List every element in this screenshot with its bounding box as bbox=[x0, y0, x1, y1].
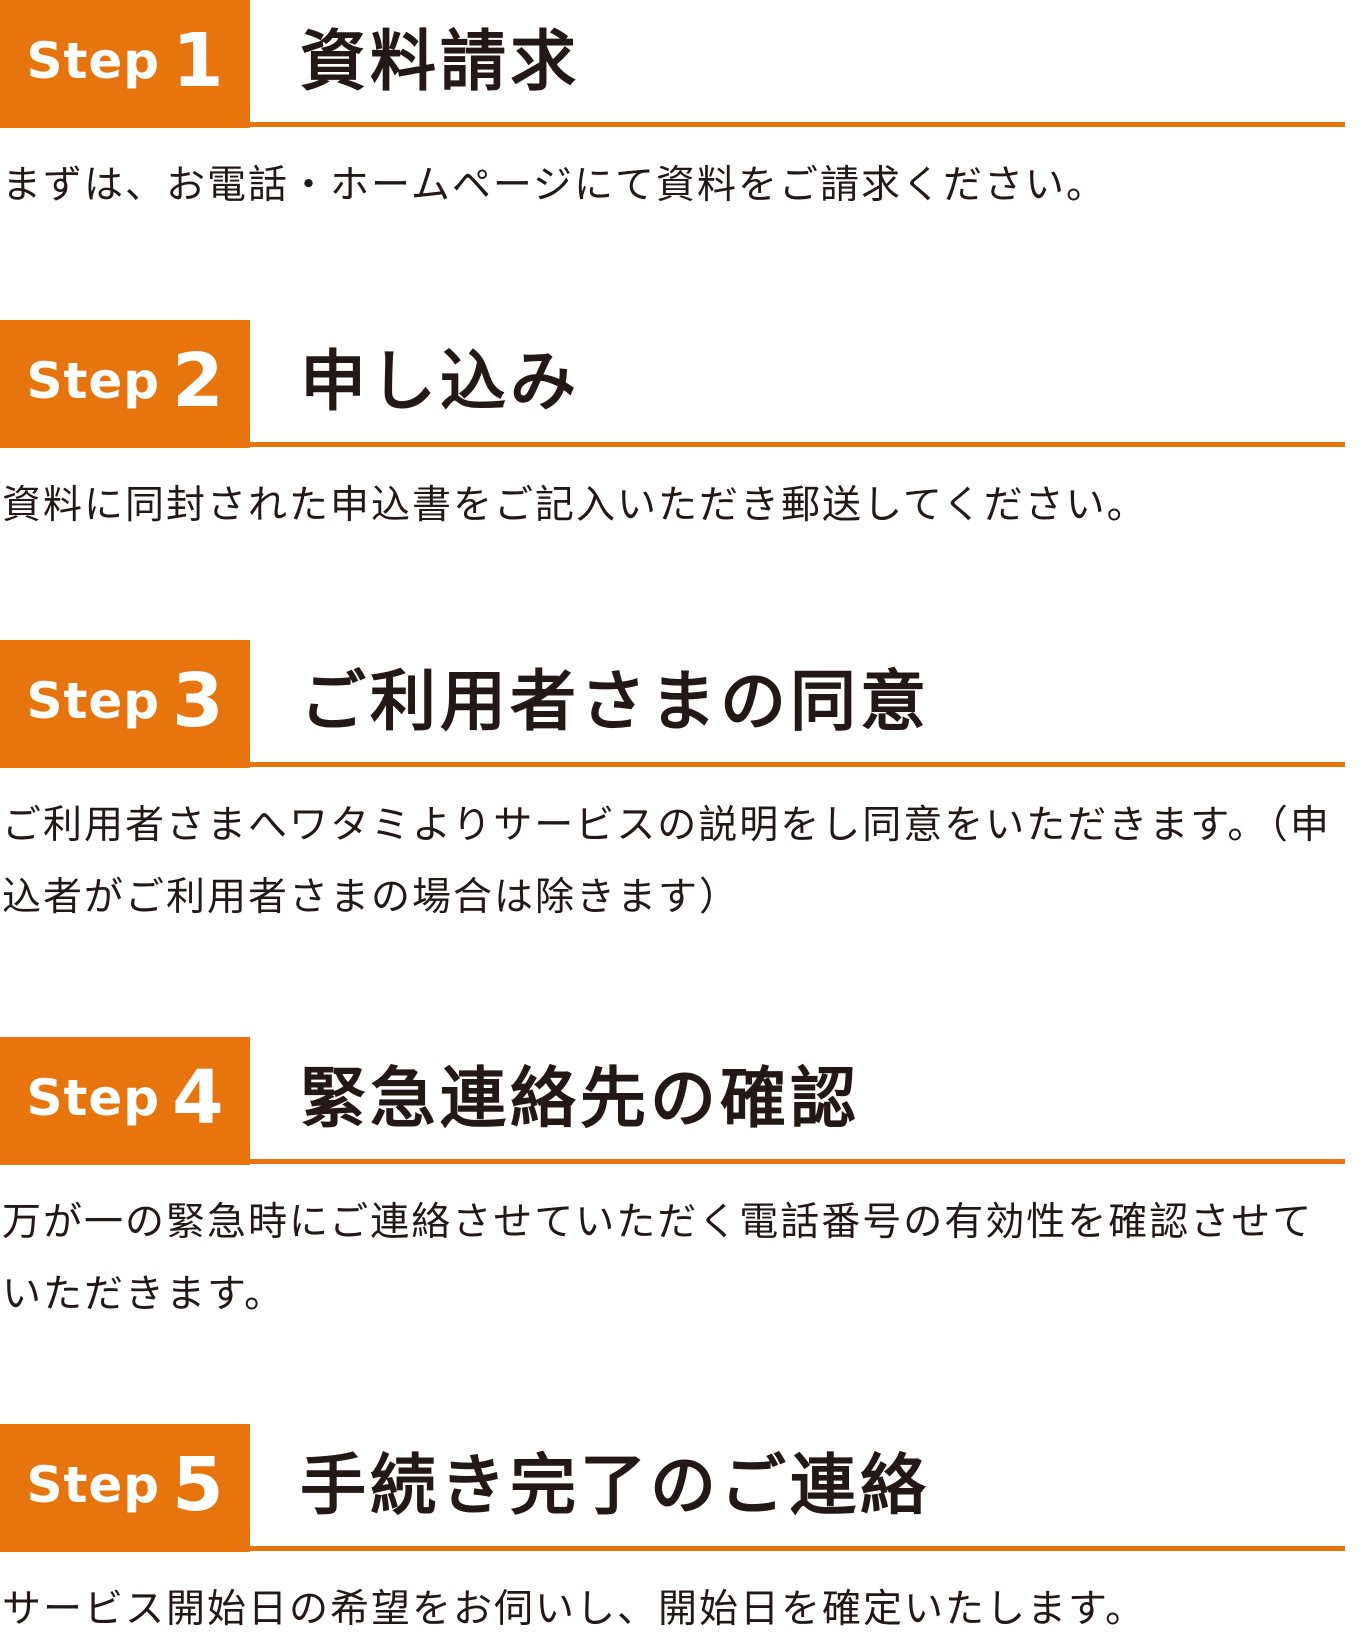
step-title: 申し込み bbox=[300, 343, 580, 420]
step-badge-word: Step bbox=[26, 1456, 161, 1514]
step-badge-word: Step bbox=[26, 672, 161, 730]
step-description: 資料に同封された申込書をご記入いただき郵送してください。 bbox=[2, 483, 1148, 528]
step-header: Step 3 ご利用者さまの同意 bbox=[0, 640, 1362, 768]
step-description: まずは、お電話・ホームページにて資料をご請求ください。 bbox=[2, 163, 1108, 208]
step-badge: Step 3 bbox=[0, 640, 250, 768]
step-title: 緊急連絡先の確認 bbox=[300, 1060, 860, 1137]
step-badge-number: 4 bbox=[172, 1055, 224, 1141]
step-badge-word: Step bbox=[26, 352, 161, 410]
step-badge: Step 5 bbox=[0, 1424, 250, 1552]
title-underline bbox=[250, 442, 1345, 447]
step-4: Step 4 緊急連絡先の確認 万が一の緊急時にご連絡させていただく電話番号の有… bbox=[0, 1037, 1362, 1331]
step-badge-word: Step bbox=[26, 1069, 161, 1127]
step-badge: Step 2 bbox=[0, 320, 250, 448]
step-2: Step 2 申し込み 資料に同封された申込書をご記入いただき郵送してください。 bbox=[0, 320, 1362, 542]
step-badge: Step 4 bbox=[0, 1037, 250, 1165]
step-badge-number: 5 bbox=[172, 1442, 224, 1528]
step-badge-number: 3 bbox=[172, 658, 224, 744]
step-description: ご利用者さまへワタミよりサービスの説明をし同意をいただきます。（申込者がご利用者… bbox=[2, 803, 1331, 920]
step-3: Step 3 ご利用者さまの同意 ご利用者さまへワタミよりサービスの説明をし同意… bbox=[0, 640, 1362, 934]
step-header: Step 5 手続き完了のご連絡 bbox=[0, 1424, 1362, 1552]
title-underline bbox=[250, 762, 1345, 767]
step-badge: Step 1 bbox=[0, 0, 250, 128]
step-description: サービス開始日の希望をお伺いし、開始日を確定いたします。 bbox=[2, 1587, 1147, 1632]
step-1: Step 1 資料請求 まずは、お電話・ホームページにて資料をご請求ください。 bbox=[0, 0, 1362, 222]
step-header: Step 4 緊急連絡先の確認 bbox=[0, 1037, 1362, 1165]
step-5: Step 5 手続き完了のご連絡 サービス開始日の希望をお伺いし、開始日を確定い… bbox=[0, 1424, 1362, 1646]
step-badge-number: 2 bbox=[172, 338, 224, 424]
step-badge-word: Step bbox=[26, 32, 161, 90]
step-header: Step 1 資料請求 bbox=[0, 0, 1362, 128]
title-underline bbox=[250, 1546, 1345, 1551]
title-underline bbox=[250, 122, 1345, 127]
step-title: 手続き完了のご連絡 bbox=[300, 1447, 930, 1524]
step-title: 資料請求 bbox=[300, 23, 580, 100]
step-badge-number: 1 bbox=[172, 18, 224, 104]
step-description: 万が一の緊急時にご連絡させていただく電話番号の有効性を確認させていただきます。 bbox=[2, 1200, 1314, 1317]
step-title: ご利用者さまの同意 bbox=[300, 663, 930, 740]
title-underline bbox=[250, 1159, 1345, 1164]
step-header: Step 2 申し込み bbox=[0, 320, 1362, 448]
